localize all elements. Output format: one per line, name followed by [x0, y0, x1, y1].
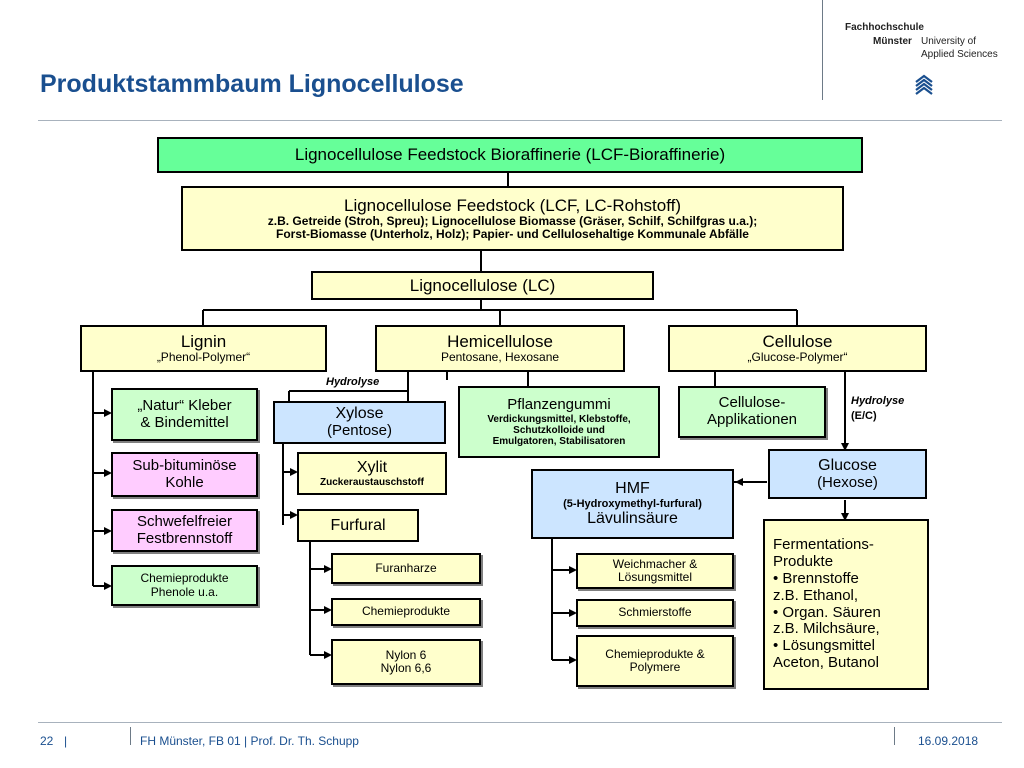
hmf-product-label: Weichmacher & [612, 556, 698, 571]
lignocellulose-box: Lignocellulose (LC) [311, 271, 654, 300]
lignin-product-line: „Natur“ Kleber [137, 396, 232, 414]
fermentation-line: z.B. Ethanol, [773, 586, 859, 604]
furfural-label: Furfural [330, 516, 386, 534]
xylose-sub: (Pentose) [326, 422, 393, 440]
lignocellulose-label: Lignocellulose (LC) [409, 275, 556, 295]
hmf-title: HMF [615, 479, 650, 497]
furfural-product-box: Furanharze [331, 553, 481, 584]
lcf-biorefinery-box: Lignocellulose Feedstock Bioraffinerie (… [157, 137, 863, 173]
xylose-title: Xylose [335, 405, 384, 423]
glucose-box: Glucose (Hexose) [768, 449, 927, 499]
xylit-sub: Zuckeraustauschstoff [320, 476, 424, 488]
fh-muenster-logo-icon [915, 74, 933, 95]
hmf-product-label: Schmierstoffe [618, 605, 692, 620]
hmf-product-box: Schmierstoffe [576, 599, 734, 627]
header-divider [38, 120, 1002, 121]
hemicellulose-box: Hemicellulose Pentosane, Hexosane [375, 325, 625, 372]
fermentation-line: • Lösungsmittel [773, 637, 875, 655]
feedstock-line2: Forst-Biomasse (Unterholz, Holz); Papier… [276, 227, 749, 242]
fermentation-line: • Brennstoffe [773, 569, 859, 587]
furfural-product-box: Chemieprodukte [331, 598, 481, 626]
feedstock-title: Lignocellulose Feedstock (LCF, LC-Rohsto… [343, 195, 681, 215]
hydrolyse-label-left: Hydrolyse [326, 376, 380, 388]
fermentation-line: z.B. Milchsäure, [773, 620, 880, 638]
hmf-box: HMF (5-Hydroxymethyl-furfural) Lävulinsä… [531, 469, 734, 539]
hmf-product-box: Weichmacher & Lösungsmittel [576, 553, 734, 589]
feedstock-box: Lignocellulose Feedstock (LCF, LC-Rohsto… [181, 186, 844, 251]
logo-text-university: University of [921, 36, 977, 47]
footer-info: FH Münster, FB 01 | Prof. Dr. Th. Schupp [140, 734, 359, 748]
cellulose-title: Cellulose [762, 332, 833, 352]
logo-text-muenster: Münster [873, 36, 912, 47]
lignin-product-line: Chemieprodukte [140, 571, 229, 586]
furfural-product-box: Nylon 6 Nylon 6,6 [331, 639, 481, 685]
furfural-product-label: Nylon 6 [385, 647, 427, 662]
footer-divider-right [894, 727, 895, 745]
hmf-product-box: Chemieprodukte & Polymere [576, 635, 734, 687]
cellulose-application-line: Applikationen [706, 411, 798, 428]
xylose-box: Xylose (Pentose) [273, 401, 446, 444]
furfural-product-label: Nylon 6,6 [380, 661, 432, 675]
hmf-product-label: Chemieprodukte & [605, 646, 705, 661]
glucose-title: Glucose [818, 456, 877, 474]
lignin-sub: „Phenol-Polymer“ [156, 350, 251, 365]
hemicellulose-title: Hemicellulose [447, 332, 553, 352]
pflanzengummi-line: Emulgatoren, Stabilisatoren [492, 435, 626, 447]
page-title: Produktstammbaum Lignocellulose [40, 70, 464, 98]
hmf-product-label: Lösungsmittel [617, 570, 693, 584]
hmf-product-label: Polymere [629, 660, 681, 674]
lignin-box: Lignin „Phenol-Polymer“ [80, 325, 327, 372]
lignin-product-box: Schwefelfreier Festbrennstoff [111, 509, 258, 552]
cellulose-application-box: Cellulose- Applikationen [678, 386, 826, 438]
fermentation-line: Produkte [773, 553, 834, 571]
pflanzengummi-title: Pflanzengummi [507, 395, 611, 413]
fermentation-box: Fermentations- Produkte • Brennstoffe z.… [763, 519, 929, 690]
xylit-box: Xylit Zuckeraustauschstoff [297, 452, 447, 495]
logo-divider [822, 0, 823, 100]
hmf-levulinic: Lävulinsäure [587, 510, 678, 528]
cellulose-sub: „Glucose-Polymer“ [747, 350, 848, 365]
lignin-product-box: „Natur“ Kleber & Bindemittel [111, 388, 258, 441]
cellulose-box: Cellulose „Glucose-Polymer“ [668, 325, 927, 372]
hydrolyse-label-right-sub: (E/C) [851, 410, 877, 422]
lignin-product-box: Sub-bituminöse Kohle [111, 452, 258, 497]
hemicellulose-sub: Pentosane, Hexosane [440, 350, 560, 365]
footer-date: 16.09.2018 [918, 734, 979, 748]
pflanzengummi-line: Verdickungsmittel, Klebstoffe, [487, 413, 631, 425]
hydrolyse-label-right: Hydrolyse [851, 395, 905, 407]
lignin-product-line: Festbrennstoff [136, 529, 233, 547]
lcf-biorefinery-label: Lignocellulose Feedstock Bioraffinerie (… [294, 145, 726, 165]
furfural-product-label: Chemieprodukte [361, 604, 451, 619]
glucose-sub: (Hexose) [817, 473, 878, 491]
footer-divider [38, 722, 1002, 723]
footer-divider-left [130, 727, 131, 745]
cellulose-application-line: Cellulose- [718, 394, 786, 412]
lignin-title: Lignin [180, 332, 227, 352]
footer-separator: | [64, 734, 68, 748]
furfural-product-label: Furanharze [375, 560, 437, 575]
logo-text-applied-sciences: Applied Sciences [921, 49, 998, 60]
footer-page-number: 22 [40, 734, 54, 748]
feedstock-line1: z.B. Getreide (Stroh, Spreu); Lignocellu… [267, 213, 758, 228]
lignin-product-line: Schwefelfreier [136, 512, 233, 530]
lignin-product-line: Phenole u.a. [150, 584, 219, 599]
pflanzengummi-line: Schutzkolloide und [513, 424, 605, 436]
xylit-title: Xylit [356, 458, 388, 476]
hmf-sub: (5-Hydroxymethyl-furfural) [563, 497, 702, 510]
fermentation-line: Aceton, Butanol [773, 653, 879, 671]
logo-text-fachhochschule: Fachhochschule [845, 22, 924, 33]
fermentation-line: • Organ. Säuren [773, 603, 881, 621]
furfural-box: Furfural [297, 509, 419, 542]
lignin-product-line: Sub-bituminöse [132, 456, 237, 474]
lignin-product-box: Chemieprodukte Phenole u.a. [111, 565, 258, 606]
lignin-product-line: Kohle [165, 473, 204, 491]
fermentation-line: Fermentations- [773, 536, 874, 554]
lignin-product-line: & Bindemittel [140, 413, 229, 431]
pflanzengummi-box: Pflanzengummi Verdickungsmittel, Klebsto… [458, 386, 660, 458]
